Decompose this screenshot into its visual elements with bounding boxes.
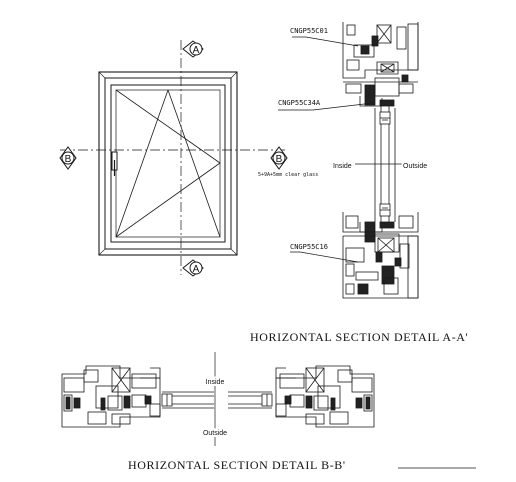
glass-spec-label: 5+9A+5mm clear glass: [258, 172, 318, 178]
section-marker-a-top: A: [182, 40, 204, 58]
profile-label-frame-top: CNGP55C01: [290, 27, 328, 35]
section-b-profile-right: [275, 365, 375, 428]
section-a-profile: [342, 22, 419, 299]
leaders-a: [278, 36, 374, 263]
section-cut-lines: [60, 40, 285, 275]
opening-line: [115, 89, 169, 238]
svg-text:B: B: [276, 154, 283, 165]
title-section-a: HORIZONTAL SECTION DETAIL A-A': [250, 330, 468, 344]
inside-label-a: Inside: [333, 163, 352, 170]
svg-text:A: A: [193, 45, 200, 56]
outside-label-a: Outside: [403, 163, 427, 170]
inside-label-b: Inside: [206, 379, 225, 386]
opening-line: [167, 89, 221, 238]
section-marker-a-bottom: A: [182, 259, 204, 277]
opening-line: [115, 89, 221, 164]
outer-frame: [98, 71, 238, 256]
outside-label-b: Outside: [203, 430, 227, 437]
title-section-b: HORIZONTAL SECTION DETAIL B-B': [128, 458, 346, 472]
profile-label-sash: CNGP55C34A: [278, 99, 321, 107]
section-b-glass: [161, 390, 273, 410]
profile-label-frame-bottom: CNGP55C16: [290, 243, 328, 251]
glass-line: [115, 89, 221, 238]
window-elevation: [98, 71, 238, 256]
section-marker-b-right: B: [270, 146, 288, 170]
section-marker-b-left: B: [59, 146, 77, 170]
section-b-profile-left: [61, 365, 161, 428]
inner-frame-line: [104, 77, 232, 250]
sash-outline: [110, 84, 226, 243]
svg-text:A: A: [193, 264, 200, 275]
svg-text:B: B: [65, 154, 72, 165]
opening-line: [115, 162, 221, 238]
